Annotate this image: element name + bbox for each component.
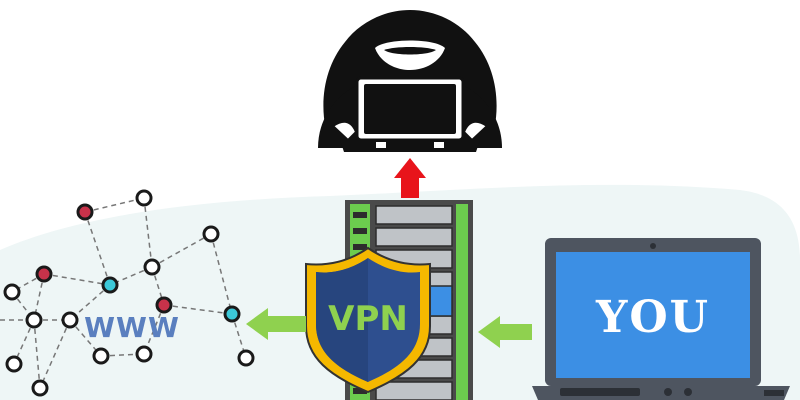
flow-arrow-to-vpn-icon [478,316,532,348]
flow-arrow-to-web-icon [246,308,306,340]
vpn-label: VPN [328,299,408,339]
network-icon: WWW [0,189,255,397]
shield-icon: VPN [305,246,431,394]
laptop-icon: YOU [532,238,790,400]
data-leak-arrow-icon [394,158,426,198]
hacker-icon [318,10,502,152]
you-label: YOU [595,292,710,343]
www-label: WWW [84,311,180,344]
